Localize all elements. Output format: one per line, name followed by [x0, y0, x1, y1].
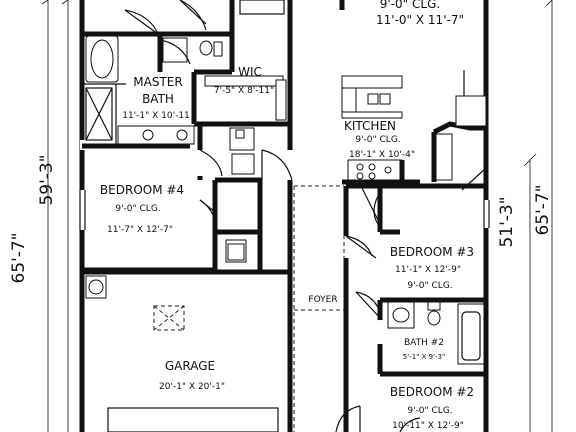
- dimension-lines: [41, 0, 553, 432]
- bath-2-size: 5'-1" X 9'-3": [403, 353, 445, 361]
- exterior-walls: [79, 0, 490, 432]
- top-right-room: [239, 0, 285, 15]
- master-bath-label-line1: MASTER: [133, 75, 182, 89]
- garage-label: GARAGE: [165, 359, 215, 373]
- dim-left-outer: 65'-7": [9, 232, 29, 283]
- bedroom-3-size: 11'-1" X 12'-9": [395, 265, 461, 275]
- garage-walls: [82, 180, 293, 432]
- master-bath-label-line2: BATH: [142, 92, 174, 106]
- master-bath-size: 11'-1" X 10'-11: [122, 111, 190, 121]
- top-right-clg: 9'-0" CLG.: [380, 0, 440, 11]
- right-wing-walls: [335, 183, 486, 432]
- dimension-labels: 65'-7" 59'-3" 51'-3" 65'-7": [9, 154, 553, 283]
- garage-size: 20'-1" X 20'-1": [159, 382, 225, 392]
- door-swings: [124, 9, 159, 35]
- foyer-hall: [293, 185, 345, 432]
- laundry-area: [197, 124, 293, 181]
- bedroom-2-clg: 9'-0" CLG.: [407, 406, 452, 416]
- dim-right-inner: 51'-3": [497, 196, 517, 247]
- kitchen-size: 18'-1" X 10'-4": [349, 150, 415, 160]
- dim-right-outer: 65'-7": [533, 184, 553, 235]
- bedroom-3-clg: 9'-0" CLG.: [407, 281, 452, 291]
- room-labels: 9'-0" CLG. 11'-0" X 11'-7" MASTER BATH 1…: [100, 0, 474, 431]
- kitchen: [339, 0, 487, 191]
- dim-left-inner: 59'-3": [37, 154, 57, 205]
- kitchen-clg: 9'-0" CLG.: [355, 135, 400, 145]
- top-right-size: 11'-0" X 11'-7": [376, 13, 464, 27]
- wic-label: WIC: [238, 65, 262, 79]
- wic-size: 7'-5" X 8'-11": [214, 86, 274, 96]
- foyer-label: FOYER: [308, 295, 337, 305]
- bedroom-4-size: 11'-7" X 12'-7": [107, 225, 173, 235]
- bedroom-4-label: BEDROOM #4: [100, 183, 184, 197]
- bedroom-2-size: 10'-11" X 12'-9": [392, 421, 464, 431]
- bedroom-3-label: BEDROOM #3: [390, 245, 474, 259]
- master-bath-walls: [82, 0, 293, 150]
- bedroom-4-clg: 9'-0" CLG.: [115, 204, 160, 214]
- kitchen-label: KITCHEN: [344, 119, 396, 133]
- master-bath-fixtures: [85, 0, 287, 145]
- bedroom-2-label: BEDROOM #2: [390, 385, 474, 399]
- bath-2-label: BATH #2: [404, 338, 444, 348]
